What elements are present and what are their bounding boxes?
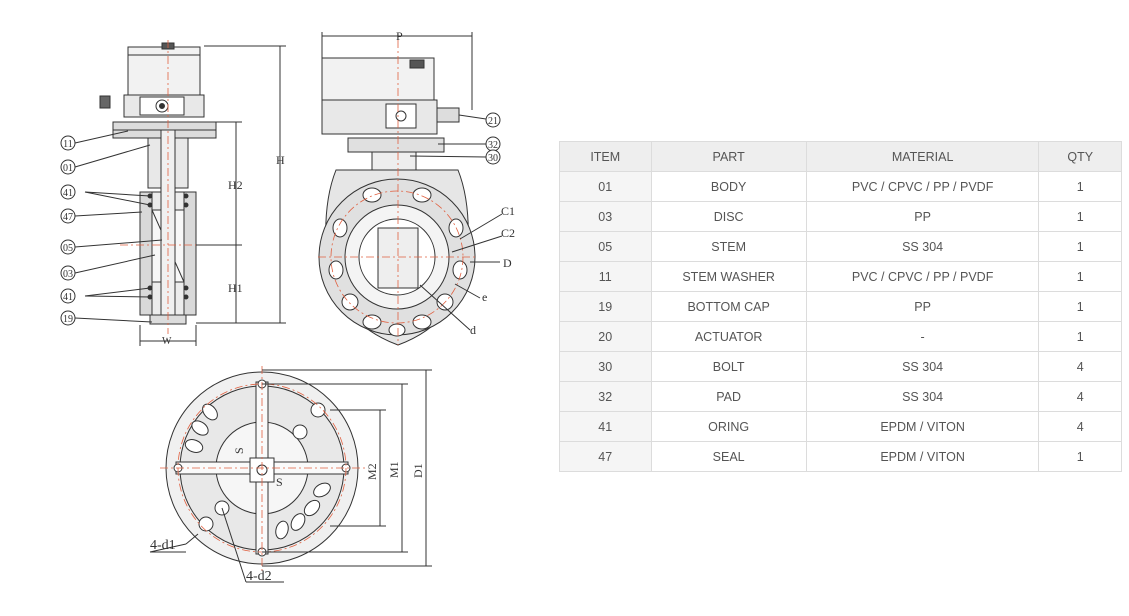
callout-left-8: 19	[63, 314, 73, 325]
dim-c1: C1	[501, 204, 515, 218]
cell-part: BOLT	[650, 351, 807, 382]
hole-label-d2: 4-d2	[246, 569, 272, 584]
dim-m1: M1	[387, 461, 401, 478]
header-material: MATERIAL	[805, 141, 1040, 172]
cell-qty: 1	[1038, 441, 1122, 472]
cell-material: PP	[805, 291, 1040, 322]
cell-material: EPDM / VITON	[805, 411, 1040, 442]
callout-right-3: 30	[488, 153, 498, 164]
cell-part: BODY	[650, 171, 807, 202]
dim-w: W	[162, 336, 172, 347]
parts-table-header: ITEM PART MATERIAL QTY	[559, 141, 1122, 172]
cell-qty: 1	[1038, 231, 1122, 262]
callout-right-2: 32	[488, 140, 498, 151]
cell-item: 19	[559, 291, 652, 322]
callout-left-7: 41	[63, 292, 73, 303]
cell-material: SS 304	[805, 351, 1040, 382]
dim-d1: D1	[411, 463, 425, 478]
cell-qty: 1	[1038, 171, 1122, 202]
cell-item: 32	[559, 381, 652, 412]
dim-d-big: D	[503, 256, 512, 270]
cell-item: 11	[559, 261, 652, 292]
cell-material: SS 304	[805, 231, 1040, 262]
dim-p: P	[396, 29, 403, 43]
cell-part: ORING	[650, 411, 807, 442]
cell-qty: 1	[1038, 321, 1122, 352]
cell-qty: 4	[1038, 351, 1122, 382]
cell-qty: 4	[1038, 411, 1122, 442]
bottom-view	[149, 366, 432, 583]
cell-qty: 1	[1038, 291, 1122, 322]
cell-part: DISC	[650, 201, 807, 232]
cell-part: STEM	[650, 231, 807, 262]
side-view	[60, 40, 286, 346]
header-item: ITEM	[559, 141, 652, 172]
dim-s-vertical: S	[232, 447, 246, 454]
cell-item: 47	[559, 441, 652, 472]
front-view	[318, 32, 503, 346]
callout-left-5: 05	[63, 243, 73, 254]
dim-m2: M2	[365, 463, 379, 480]
dim-c2: C2	[501, 226, 515, 240]
callout-left-6: 03	[63, 269, 73, 280]
dim-d-small: d	[470, 323, 476, 337]
dim-s-horizontal: S	[276, 475, 283, 489]
cell-part: ACTUATOR	[650, 321, 807, 352]
cell-part: BOTTOM CAP	[650, 291, 807, 322]
header-part: PART	[650, 141, 807, 172]
cell-item: 01	[559, 171, 652, 202]
cell-material: PP	[805, 201, 1040, 232]
callout-left-4: 47	[63, 212, 73, 223]
cell-part: PAD	[650, 381, 807, 412]
cell-qty: 1	[1038, 261, 1122, 292]
cell-part: SEAL	[650, 441, 807, 472]
dim-h1: H1	[228, 281, 243, 295]
header-qty: QTY	[1038, 141, 1122, 172]
callout-right-1: 21	[488, 116, 498, 127]
cell-material: -	[805, 321, 1040, 352]
cell-material: PVC / CPVC / PP / PVDF	[805, 261, 1040, 292]
cell-qty: 1	[1038, 201, 1122, 232]
dim-h2: H2	[228, 178, 243, 192]
cell-item: 20	[559, 321, 652, 352]
dim-e: e	[482, 290, 487, 304]
callout-left-3: 41	[63, 188, 73, 199]
cell-material: PVC / CPVC / PP / PVDF	[805, 171, 1040, 202]
cell-qty: 4	[1038, 381, 1122, 412]
hole-label-d1: 4-d1	[150, 538, 176, 553]
cell-material: EPDM / VITON	[805, 441, 1040, 472]
cell-item: 41	[559, 411, 652, 442]
cell-item: 05	[559, 231, 652, 262]
cell-item: 03	[559, 201, 652, 232]
callout-left-2: 01	[63, 163, 73, 174]
cell-part: STEM WASHER	[650, 261, 807, 292]
dim-h: H	[276, 153, 285, 167]
cell-material: SS 304	[805, 381, 1040, 412]
callout-left-1: 11	[63, 139, 73, 150]
cell-item: 30	[559, 351, 652, 382]
